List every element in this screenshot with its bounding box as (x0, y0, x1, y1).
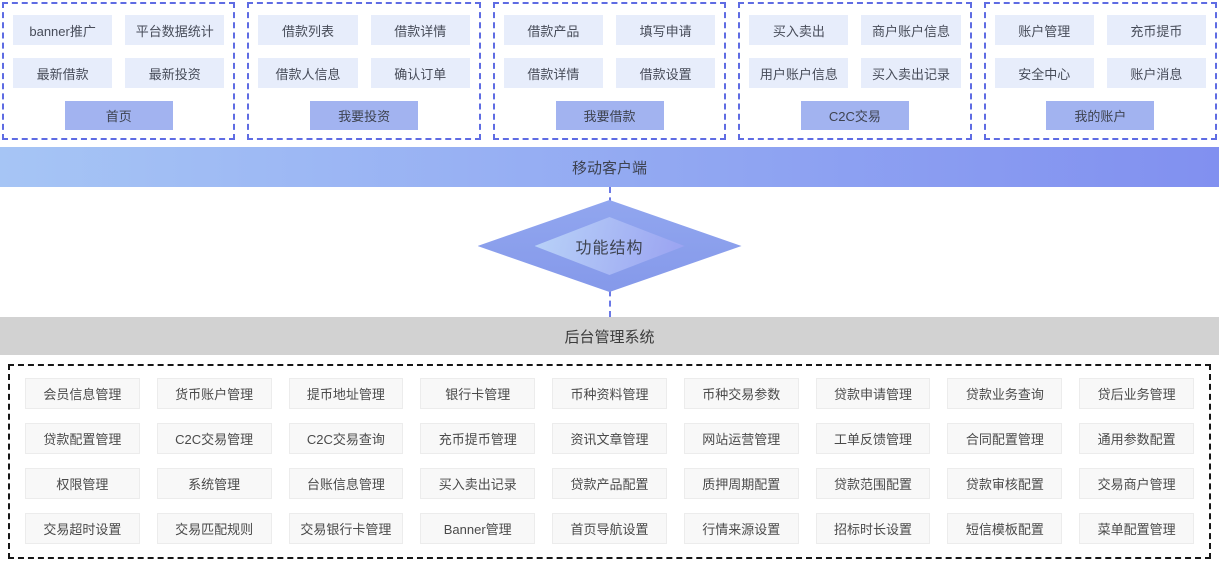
backend-module: Banner管理 (420, 513, 536, 544)
backend-module: 会员信息管理 (25, 378, 140, 409)
mobile-screen-item: 买入卖出 (749, 15, 849, 45)
mobile-group-1: banner推广平台数据统计最新借款最新投资首页 (2, 2, 236, 140)
backend-module: 资讯文章管理 (552, 423, 667, 454)
backend-module: 贷后业务管理 (1079, 378, 1194, 409)
mobile-group-4: 买入卖出商户账户信息用户账户信息买入卖出记录 C2C交易 (738, 2, 972, 140)
mobile-screen-item: 安全中心 (994, 58, 1094, 88)
backend-module: 提币地址管理 (288, 378, 404, 409)
mobile-screen-item: 填写申请 (616, 15, 716, 45)
mobile-group-title: C2C交易 (800, 101, 909, 130)
backend-module: 贷款审核配置 (947, 468, 1063, 499)
backend-modules-panel: 会员信息管理货币账户管理提币地址管理银行卡管理币种资料管理币种交易参数贷款申请管… (8, 364, 1211, 559)
diamond-shape: 功能结构 (477, 200, 742, 292)
backend-module: 短信模板配置 (947, 513, 1063, 544)
backend-module: C2C交易管理 (156, 423, 272, 454)
backend-module: 贷款产品配置 (552, 468, 667, 499)
mobile-screen-item: 商户账户信息 (861, 15, 961, 45)
backend-module: 工单反馈管理 (815, 423, 931, 454)
backend-module: 交易商户管理 (1079, 468, 1194, 499)
mobile-client-bar: 移动客户端 (0, 147, 1219, 187)
mobile-group-items: 借款产品填写申请借款详情借款设置 (503, 15, 716, 88)
backend-module: 招标时长设置 (815, 513, 931, 544)
mobile-group-2: 借款列表借款详情借款人信息确认订单我要投资 (247, 2, 481, 140)
mobile-screen-item: 充币提币 (1106, 15, 1207, 45)
mobile-screen-item: 借款列表 (258, 15, 358, 45)
backend-module: 交易银行卡管理 (288, 513, 404, 544)
backend-module: 贷款范围配置 (815, 468, 931, 499)
backend-module: 银行卡管理 (420, 378, 536, 409)
backend-module: 充币提币管理 (420, 423, 536, 454)
mobile-screen-item: 借款设置 (616, 58, 716, 88)
mobile-group-items: 账户管理充币提币安全中心账户消息 (994, 15, 1207, 88)
mobile-client-bar-label: 移动客户端 (571, 159, 647, 177)
backend-module: 货币账户管理 (156, 378, 272, 409)
backend-module: 买入卖出记录 (420, 468, 536, 499)
backend-module: 系统管理 (156, 468, 272, 499)
mobile-group-items: 买入卖出商户账户信息用户账户信息买入卖出记录 (749, 15, 961, 88)
mobile-screen-item: banner推广 (13, 15, 113, 45)
backend-module: 行情来源设置 (683, 513, 799, 544)
mobile-group-items: 借款列表借款详情借款人信息确认订单 (258, 15, 470, 88)
backend-module: 台账信息管理 (288, 468, 404, 499)
backend-module: 贷款业务查询 (947, 378, 1063, 409)
mobile-group-title: 我的账户 (1046, 101, 1155, 130)
backend-module: 交易匹配规则 (156, 513, 272, 544)
diagram-title: 功能结构 (575, 240, 644, 257)
backend-module: 币种交易参数 (683, 378, 799, 409)
mobile-group-3: 借款产品填写申请借款详情借款设置我要借款 (492, 2, 727, 140)
backend-module: 贷款配置管理 (25, 423, 140, 454)
mobile-group-5: 账户管理充币提币安全中心账户消息我的账户 (983, 2, 1218, 140)
backend-module: 网站运营管理 (683, 423, 799, 454)
mobile-group-title: 我要投资 (310, 101, 419, 130)
mobile-client-groups: banner推广平台数据统计最新借款最新投资首页借款列表借款详情借款人信息确认订… (2, 2, 1218, 140)
mobile-screen-item: 确认订单 (370, 58, 470, 88)
backend-module: 交易超时设置 (25, 513, 140, 544)
backend-module: 通用参数配置 (1079, 423, 1194, 454)
backend-module: 首页导航设置 (552, 513, 667, 544)
mobile-group-title: 首页 (64, 101, 173, 130)
mobile-screen-item: 借款人信息 (258, 58, 358, 88)
backend-bar-label: 后台管理系统 (564, 328, 655, 346)
mobile-screen-item: 用户账户信息 (749, 58, 849, 88)
backend-module: 菜单配置管理 (1079, 513, 1194, 544)
mobile-screen-item: 账户管理 (994, 15, 1094, 45)
mobile-group-items: banner推广平台数据统计最新借款最新投资 (13, 15, 225, 88)
backend-module: 贷款申请管理 (815, 378, 931, 409)
backend-module: 权限管理 (25, 468, 140, 499)
backend-module: C2C交易查询 (288, 423, 404, 454)
backend-module: 质押周期配置 (683, 468, 799, 499)
mobile-screen-item: 平台数据统计 (125, 15, 225, 45)
backend-module: 币种资料管理 (552, 378, 667, 409)
mobile-screen-item: 买入卖出记录 (861, 58, 961, 88)
mobile-screen-item: 借款详情 (503, 58, 604, 88)
backend-module: 合同配置管理 (947, 423, 1063, 454)
mobile-screen-item: 最新投资 (125, 58, 225, 88)
mobile-screen-item: 最新借款 (13, 58, 113, 88)
backend-bar: 后台管理系统 (0, 317, 1219, 355)
mobile-screen-item: 借款产品 (503, 15, 604, 45)
mobile-screen-item: 借款详情 (370, 15, 470, 45)
connector-section: 功能结构 (0, 187, 1219, 317)
mobile-screen-item: 账户消息 (1106, 58, 1207, 88)
mobile-group-title: 我要借款 (555, 101, 664, 130)
